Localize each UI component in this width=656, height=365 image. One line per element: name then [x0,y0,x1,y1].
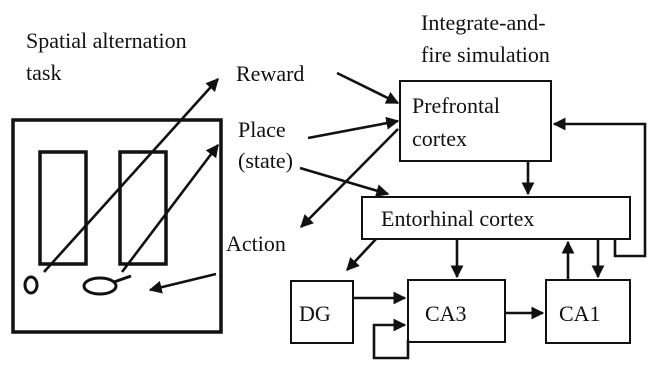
dg-label: DG [299,301,331,326]
ca3-recurrent-arrow [372,318,410,360]
entorhinal-to-dg-arrow [346,238,377,271]
action-arrow-to-maze [148,272,217,294]
entorhinal-cortex-box: Entorhinal cortex [361,196,631,240]
dg-rect [290,280,354,344]
ca1-box: CA1 [545,279,631,344]
maze-right-block [118,150,168,266]
rat-body [82,276,118,296]
rat-marker [23,275,39,295]
simulation-title-line2: fire simulation [421,42,550,67]
ca3-box: CA3 [407,279,506,343]
entorhinal-cortex-rect [361,196,631,240]
place-label-line2: (state) [238,148,293,173]
ca3-label: CA3 [425,301,467,326]
reward-arrow-long [43,78,219,273]
ca3-rect [407,279,506,343]
maze-left-block [38,150,88,266]
rat-tail [113,274,132,284]
prefrontal-cortex-rect [399,80,552,162]
prefrontal-label-line1: Prefrontal [412,93,500,118]
prefrontal-to-action-arrow [300,128,399,228]
entorhinal-label: Entorhinal cortex [381,206,534,231]
prefrontal-label-line2: cortex [412,126,467,151]
task-title-line1: Spatial alternation [26,28,187,53]
prefrontal-cortex-box: Prefrontal cortex [399,80,552,162]
dg-box: DG [290,280,354,344]
place-label-line1: Place [238,117,286,142]
maze [11,118,223,334]
action-label: Action [226,231,286,256]
task-title-line2: task [26,60,61,85]
reward-label: Reward [236,61,304,86]
reward-to-prefrontal-arrow [336,71,400,105]
ca1-rect [545,279,631,344]
place-to-prefrontal-arrow [307,116,400,140]
maze-outer-wall [11,118,223,334]
simulation-title-line1: Integrate-and- [421,10,546,35]
entorhinal-to-prefrontal-feedback-arrow [552,117,647,258]
ca1-label: CA1 [559,301,601,326]
place-to-entorhinal-arrow [299,166,390,197]
place-arrow-long [120,143,220,273]
